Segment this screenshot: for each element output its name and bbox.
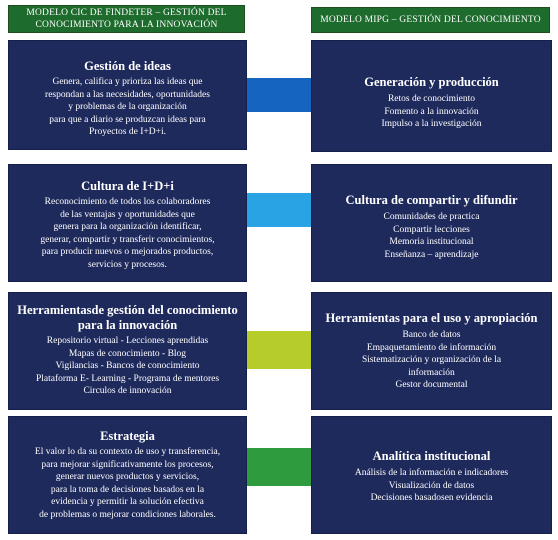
box-cultura-compartir: Cultura de compartir y difundir Comunida… <box>311 164 552 282</box>
body-line: y problemas de la organización <box>68 102 187 112</box>
header-mipg: MODELO MIPG – GESTIÓN DEL CONOCIMIENTO <box>311 7 550 33</box>
body-line: Circulos de innovación <box>83 386 172 396</box>
box-herramientas-uso: Herramientas para el uso y apropiación B… <box>311 292 552 410</box>
body-line: servicios y procesos. <box>88 259 167 270</box>
title-line: Herramientasde gestión del conocimiento <box>17 303 238 317</box>
box-cultura-idi: Cultura de I+D+i Reconocimiento de todos… <box>8 164 247 282</box>
body-line: Mapas de conocimiento - Blog <box>68 348 187 359</box>
header-cic-findeter: MODELO CIC DE FINDETER – GESTIÓN DEL CON… <box>8 5 245 33</box>
header-right-line-1: MODELO MIPG – GESTIÓN DEL CONOCIMIENTO <box>320 15 541 25</box>
title-line: para la innovación <box>77 318 178 332</box>
arrow-row-1 <box>206 60 352 130</box>
box-title: Generación y producción <box>312 75 551 90</box>
title-line: Gestión de ideas <box>84 59 171 73</box>
box-title: Cultura de compartir y difundir <box>312 193 551 208</box>
body-line: Vigilancias - Bancos de conocimiento <box>55 361 200 371</box>
body-line: Retos de conocimiento <box>387 94 476 104</box>
body-line: evidencia y permitir la solución efectiv… <box>51 497 204 507</box>
body-line: de las ventajas y oportunidades que <box>60 209 195 220</box>
box-generacion-produccion: Generación y producción Retos de conocim… <box>311 40 552 152</box>
body-line: Visualización de datos <box>388 480 475 491</box>
body-line: respondan a las necesidades, oportunidad… <box>45 89 210 100</box>
box-body: Análisis de la información e indicadores… <box>312 467 551 505</box>
box-gestion-de-ideas: Gestión de ideas Genera, califica y prio… <box>8 40 247 150</box>
body-line: para que a diario se produzcan ideas par… <box>49 114 206 125</box>
title-line: Cultura de I+D+i <box>81 179 174 193</box>
body-line: para la toma de decisiones basados en la <box>50 484 205 495</box>
box-title: Analítica institucional <box>312 449 551 464</box>
body-line: Repositorio virtual - Lecciones aprendid… <box>46 336 209 346</box>
box-analitica-institucional: Analítica institucional Análisis de la i… <box>311 416 552 534</box>
body-line: Banco de datos <box>402 330 461 340</box>
body-line: Empaquetamiento de información <box>366 342 497 353</box>
body-line: Enseñanza – aprendizaje <box>384 249 479 260</box>
body-line: Impulso a la investigación <box>381 119 482 129</box>
title-line: Herramientas para el uso y apropiación <box>325 311 538 325</box>
body-line: información <box>408 367 455 378</box>
body-line: genera para la organización identificar, <box>53 222 202 232</box>
box-body: Genera, califica y prioriza las ideas qu… <box>9 76 246 139</box>
body-line: de problemas o mejorar condiciones labor… <box>39 509 216 520</box>
box-body: Banco de datos Empaquetamiento de inform… <box>312 329 551 392</box>
box-body: Comunidades de practica Compartir leccio… <box>312 211 551 261</box>
body-line: Análisis de la información e indicadores <box>354 468 509 478</box>
arrow-row-2 <box>206 175 352 245</box>
box-title: Herramientasde gestión del conocimiento … <box>9 303 246 333</box>
body-line: Genera, califica y prioriza las ideas qu… <box>52 77 203 87</box>
title-line: Cultura de compartir y difundir <box>345 193 518 207</box>
body-line: generar nuevos productos y servicios, <box>55 472 200 482</box>
body-line: Proyectos de I+D+i. <box>89 127 166 137</box>
body-line: El valor lo da su contexto de uso y tran… <box>34 447 221 457</box>
title-line: Estrategia <box>100 429 155 443</box>
title-line: Analítica institucional <box>372 449 491 463</box>
body-line: Plataforma E- Learning - Programa de men… <box>35 373 220 384</box>
body-line: generar, compartir y transferir conocimi… <box>40 234 215 245</box>
box-title: Gestión de ideas <box>9 59 246 74</box>
box-title: Estrategia <box>9 429 246 444</box>
box-herramientas-gestion: Herramientasde gestión del conocimiento … <box>8 292 247 410</box>
box-body: Reconocimiento de todos los colaboradore… <box>9 196 246 271</box>
body-line: para producir nuevos o mejorados product… <box>41 247 214 257</box>
body-line: Fomento a la innovación <box>384 106 479 117</box>
body-line: Memoria institucional <box>389 237 474 247</box>
body-line: Compartir lecciones <box>393 224 470 235</box>
body-line: para mejorar significativamente los proc… <box>41 459 214 470</box>
box-body: El valor lo da su contexto de uso y tran… <box>9 446 246 521</box>
title-line: Generación y producción <box>364 75 499 89</box>
body-line: Sistematización y organización de la <box>361 355 502 365</box>
box-body: Repositorio virtual - Lecciones aprendid… <box>9 335 246 398</box>
box-body: Retos de conocimiento Fomento a la innov… <box>312 93 551 131</box>
header-left-line-2: CONOCIMIENTO PARA LA INNOVACIÓN <box>35 20 218 30</box>
box-title: Herramientas para el uso y apropiación <box>312 311 551 326</box>
body-line: Decisiones basadosen evidencia <box>370 493 493 503</box>
box-estrategia: Estrategia El valor lo da su contexto de… <box>8 416 247 534</box>
body-line: Reconocimiento de todos los colaboradore… <box>44 197 211 207</box>
box-title: Cultura de I+D+i <box>9 179 246 194</box>
header-left-line-1: MODELO CIC DE FINDETER – GESTIÓN DEL <box>26 8 227 18</box>
body-line: Gestor documental <box>395 380 468 390</box>
body-line: Comunidades de practica <box>383 212 480 222</box>
